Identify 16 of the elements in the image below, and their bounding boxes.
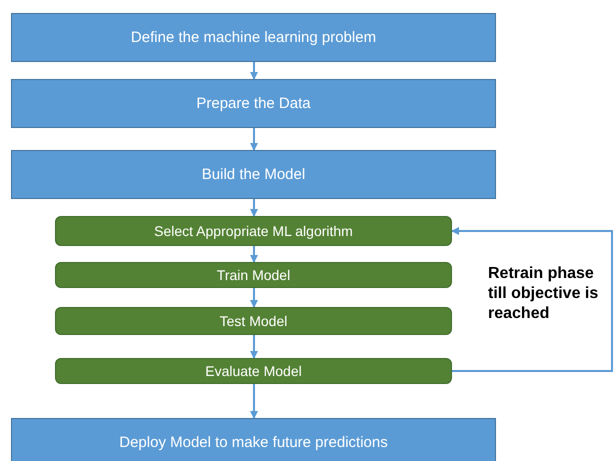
arrow (250, 288, 258, 308)
process-box: Define the machine learning problem (11, 13, 496, 62)
arrow (250, 128, 258, 151)
arrow (451, 227, 613, 372)
process-box: Build the Model (11, 150, 496, 199)
step-box: Test Model (55, 307, 452, 335)
step-box: Train Model (55, 262, 452, 288)
process-box: Prepare the Data (11, 79, 496, 128)
arrow (250, 62, 258, 80)
step-box: Select Appropriate ML algorithm (55, 216, 452, 246)
step-box: Evaluate Model (55, 358, 452, 384)
arrow (250, 335, 258, 359)
arrow (250, 384, 258, 419)
arrow (250, 246, 258, 263)
arrow (250, 199, 258, 217)
process-box: Deploy Model to make future predictions (11, 418, 496, 461)
